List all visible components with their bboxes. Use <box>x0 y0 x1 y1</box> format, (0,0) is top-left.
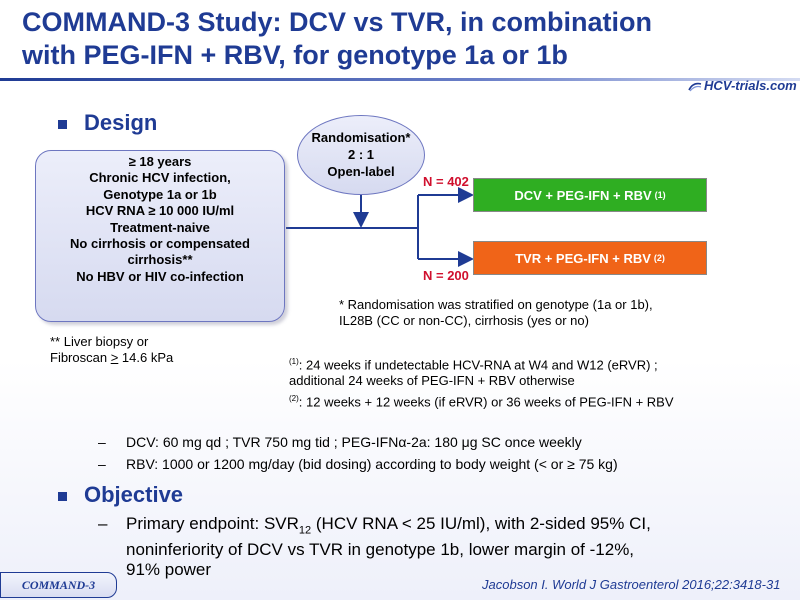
criteria-item: Treatment-naive <box>110 219 210 235</box>
footnote-2-marker: (2) <box>289 394 299 403</box>
tvr-arm-footnote-ref: (2) <box>653 253 665 263</box>
criteria-item: No cirrhosis or compensated <box>70 236 250 252</box>
footnote-1-text: : 24 weeks if undetectable HCV-RNA at W4… <box>298 357 658 373</box>
page-title: COMMAND-3 Study: DCV vs TVR, in combinat… <box>22 6 782 72</box>
randomisation-ratio: 2 : 1 <box>347 147 374 162</box>
criteria-item: Chronic HCV infection, <box>89 170 231 186</box>
footnote-1: (1): 24 weeks if undetectable HCV-RNA at… <box>289 354 658 389</box>
objective-line-3: 91% power <box>126 560 212 580</box>
biopsy-note: ** Liver biopsy or Fibroscan > 14.6 kPa <box>50 334 173 366</box>
dosing-line-rbv: – RBV: 1000 or 1200 mg/day (bid dosing) a… <box>98 455 618 473</box>
stratification-note-line: * Randomisation was stratified on genoty… <box>339 297 653 312</box>
dash-bullet: – <box>98 456 106 472</box>
criteria-item: No HBV or HIV co-infection <box>76 268 244 284</box>
svr-subscript: 12 <box>298 524 312 537</box>
design-bullet-icon <box>58 120 67 129</box>
footnote-2: (2): 12 weeks + 12 weeks (if eRVR) or 36… <box>289 391 674 410</box>
dcv-arm-label: DCV + PEG-IFN + RBV <box>514 187 652 203</box>
biopsy-note-line: ** Liver biopsy or <box>50 334 149 349</box>
reference-citation: Jacobson I. World J Gastroenterol 2016;2… <box>482 577 781 592</box>
objective-line-2: noninferiority of DCV vs TVR in genotype… <box>126 540 635 560</box>
title-line-2: with PEG-IFN + RBV, for genotype 1a or 1… <box>22 40 568 70</box>
logo-mark-icon <box>688 82 702 91</box>
stratification-note-line: IL28B (CC or non-CC), cirrhosis (yes or … <box>339 313 589 328</box>
stratification-note: * Randomisation was stratified on genoty… <box>339 297 653 329</box>
footnote-1-line: additional 24 weeks of PEG-IFN + RBV oth… <box>289 373 575 389</box>
biopsy-note-line: Fibroscan > 14.6 kPa <box>50 350 173 366</box>
site-logo: HCV-trials.com <box>688 78 797 93</box>
dcv-arm-box: DCV + PEG-IFN + RBV(1) <box>473 178 707 212</box>
criteria-item: HCV RNA ≥ 10 000 IU/ml <box>85 203 235 219</box>
dosing-line-drugs: – DCV: 60 mg qd ; TVR 750 mg tid ; PEG-IF… <box>98 433 582 451</box>
objective-heading: Objective <box>84 482 184 507</box>
dash-bullet: – <box>98 514 108 533</box>
footnote-2-text: : 12 weeks + 12 weeks (if eRVR) or 36 we… <box>298 394 674 410</box>
tvr-arm-box: TVR + PEG-IFN + RBV(2) <box>473 241 707 275</box>
dosing-text: RBV: 1000 or 1200 mg/day (bid dosing) ac… <box>126 456 618 472</box>
objective-bullet-icon <box>58 492 67 501</box>
footnote-1-marker: (1) <box>289 357 299 366</box>
randomisation-design: Open-label <box>327 164 395 179</box>
dosing-text: DCV: 60 mg qd ; TVR 750 mg tid ; PEG-IFN… <box>126 434 582 450</box>
title-divider <box>0 78 800 81</box>
title-line-1: COMMAND-3 Study: DCV vs TVR, in combinat… <box>22 7 653 37</box>
criteria-item: Genotype 1a or 1b <box>103 186 217 202</box>
inclusion-criteria-box: ≥ 18 years Chronic HCV infection, Genoty… <box>35 150 285 322</box>
study-tag: COMMAND-3 <box>0 572 117 598</box>
criteria-item: cirrhosis** <box>127 252 193 268</box>
biopsy-note-text: Fibroscan <box>50 350 111 365</box>
randomisation-ellipse: Randomisation* 2 : 1 Open-label <box>297 115 425 195</box>
objective-text-part: (HCV RNA < 25 IU/ml), with 2-sided 95% C… <box>311 514 651 533</box>
tvr-arm-n-label: N = 200 <box>423 268 469 283</box>
dash-bullet: – <box>98 434 106 450</box>
criteria-item: ≥ 18 years <box>128 154 192 169</box>
logo-text: HCV-trials.com <box>704 78 797 93</box>
footnote-1-line: (1): 24 weeks if undetectable HCV-RNA at… <box>289 354 658 373</box>
objective-text: –Primary endpoint: SVR12 (HCV RNA < 25 I… <box>98 514 651 580</box>
biopsy-note-ge-symbol: > <box>110 350 119 365</box>
randomisation-label: Randomisation* <box>311 130 411 145</box>
objective-line-1: –Primary endpoint: SVR12 (HCV RNA < 25 I… <box>98 514 651 540</box>
dcv-arm-footnote-ref: (1) <box>654 190 666 200</box>
tvr-arm-label: TVR + PEG-IFN + RBV <box>515 250 651 266</box>
objective-text-part: Primary endpoint: SVR <box>126 514 299 533</box>
biopsy-note-text: 14.6 kPa <box>118 350 174 365</box>
dcv-arm-n-label: N = 402 <box>423 174 469 189</box>
design-heading: Design <box>84 110 158 135</box>
